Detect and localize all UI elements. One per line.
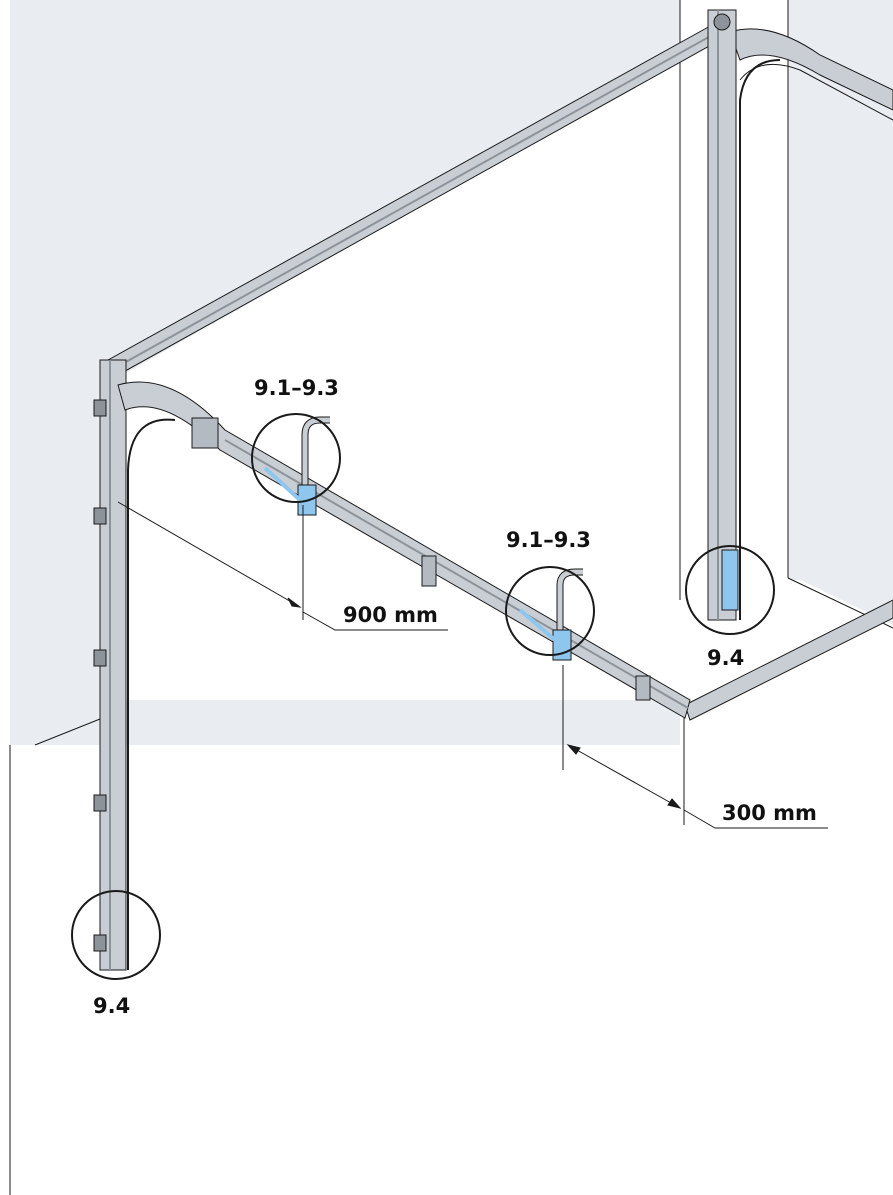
callout-anchor-right: 9.4 xyxy=(707,646,744,670)
left-vertical-track xyxy=(93,359,176,971)
dimension-label-300: 300 mm xyxy=(722,801,817,825)
detail-circle-anchor-right xyxy=(685,545,775,635)
opening-floor xyxy=(105,40,715,700)
dimension-300 xyxy=(562,665,828,829)
right-vertical-track xyxy=(707,9,781,621)
dimension-900 xyxy=(117,501,448,631)
callout-bracket-left: 9.1–9.3 xyxy=(254,376,339,400)
callout-bracket-right: 9.1–9.3 xyxy=(506,528,591,552)
detail-circle-bracket-right xyxy=(505,566,595,656)
right-lower-rail xyxy=(684,599,893,721)
callout-anchor-left: 9.4 xyxy=(93,994,130,1018)
floor-line-left xyxy=(34,714,111,746)
right-anchor-plate xyxy=(721,549,739,611)
detail-circle-anchor-left xyxy=(71,890,161,980)
dimension-label-900: 900 mm xyxy=(343,603,438,627)
room-background xyxy=(9,0,893,1195)
upper-right-track xyxy=(729,28,893,121)
detail-circle-bracket-left xyxy=(251,413,341,503)
